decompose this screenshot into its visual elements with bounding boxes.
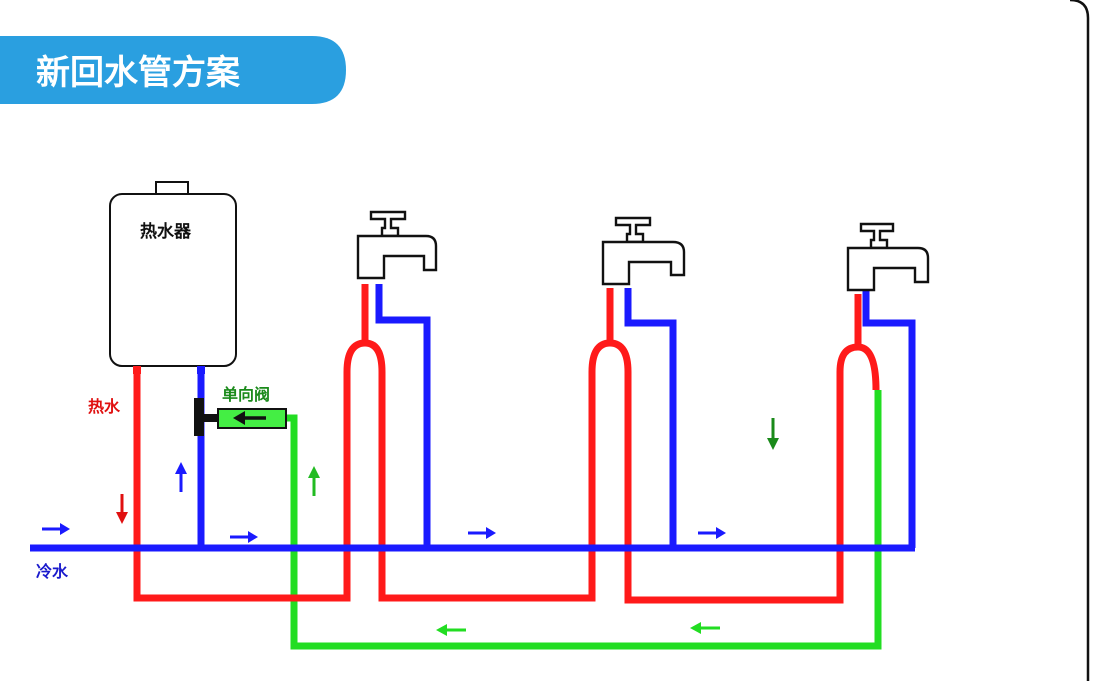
arrow-down-icon: [767, 418, 779, 450]
water-heater-icon: [109, 181, 237, 374]
arrow-up-icon: [308, 466, 320, 496]
arrow-right-icon: [468, 527, 496, 539]
faucet-icon: [601, 216, 686, 286]
frame-border: [1069, 0, 1090, 681]
arrow-right-icon: [230, 531, 258, 543]
check-valve-label: 单向阀: [222, 385, 270, 404]
hot-water-label: 热水: [88, 397, 121, 416]
arrow-right-icon: [698, 527, 726, 539]
cold-water-label: 冷水: [36, 562, 69, 581]
return-pipe: [286, 390, 882, 650]
faucet-icon: [356, 210, 438, 280]
arrow-up-icon: [175, 462, 187, 492]
page-title: 新回水管方案: [36, 53, 241, 93]
heater-label: 热水器: [140, 221, 192, 242]
check-valve-icon: [194, 398, 287, 436]
arrow-left-icon: [436, 624, 466, 636]
title-banner: 新回水管方案: [0, 36, 346, 104]
arrow-down-icon: [116, 494, 128, 524]
arrow-right-icon: [42, 523, 70, 535]
faucet-icon: [846, 222, 930, 292]
hot-water-pipe: [133, 284, 880, 604]
arrow-left-icon: [690, 622, 720, 634]
